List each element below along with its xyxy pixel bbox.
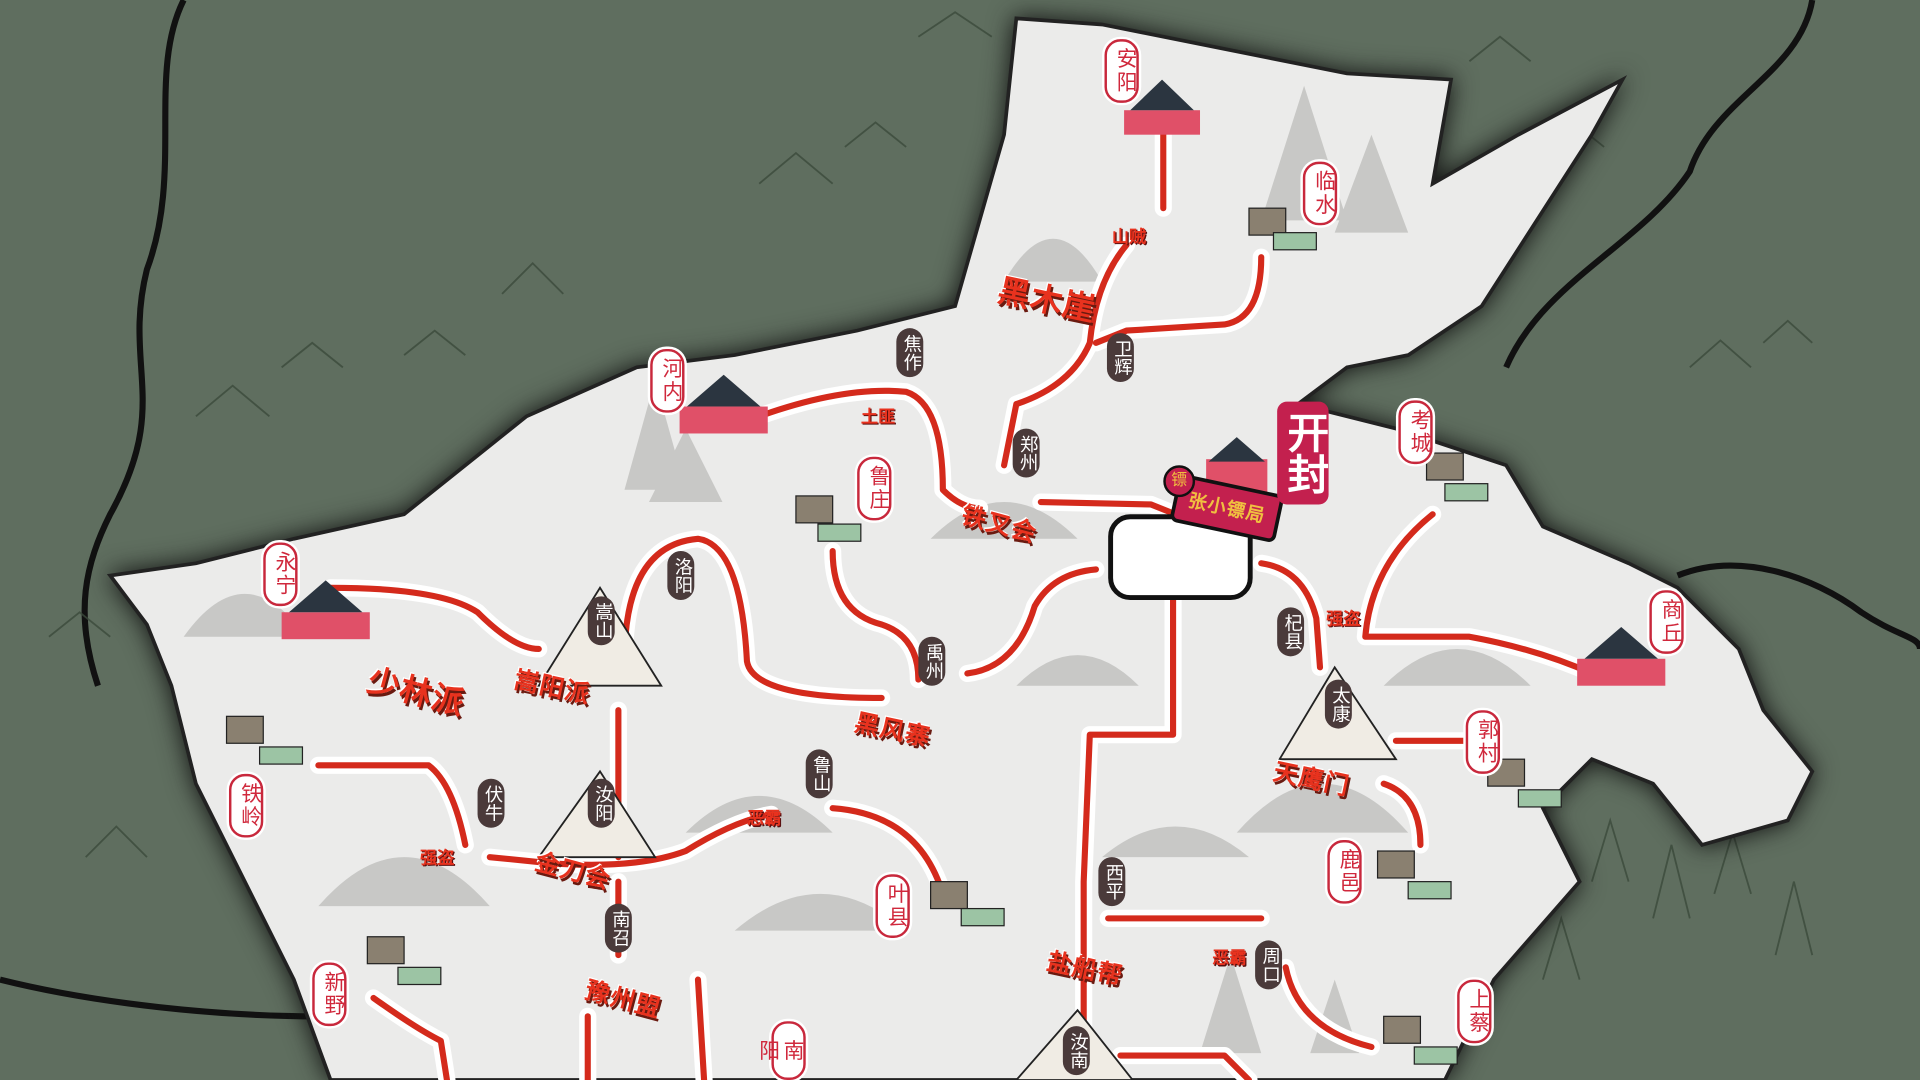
city-yexian[interactable]: 叶县: [875, 874, 910, 938]
city-guocun[interactable]: 郭村: [1465, 710, 1501, 774]
city-kaocheng[interactable]: 考城: [1398, 400, 1433, 465]
location-lushan[interactable]: 鲁山: [805, 749, 833, 799]
location-songshan[interactable]: 嵩山: [587, 596, 615, 646]
castle-icon: [1124, 79, 1201, 135]
road: [621, 535, 885, 702]
city-yongning[interactable]: 永宁: [263, 542, 298, 607]
city-nanyang[interactable]: 南阳: [754, 1021, 806, 1080]
location-xiping[interactable]: 西平: [1098, 857, 1126, 907]
city-henei[interactable]: 河内: [650, 348, 685, 413]
road: [1258, 560, 1324, 671]
road: [315, 762, 469, 848]
city-luyi[interactable]: 鹿邑: [1327, 840, 1362, 904]
city-linshui[interactable]: 临水: [1302, 161, 1338, 226]
roads: [309, 120, 1601, 1080]
enemy-qiangdao-west[interactable]: 强盗: [420, 848, 455, 869]
road: [1092, 254, 1265, 346]
city-xinye[interactable]: 新野: [312, 962, 347, 1027]
road: [1282, 964, 1375, 1051]
location-nanzhao[interactable]: 南召: [604, 903, 632, 953]
location-jiaozuo[interactable]: 焦作: [896, 328, 924, 378]
location-zhoukou[interactable]: 周口: [1255, 940, 1283, 990]
city-anyang[interactable]: 安阳: [1104, 39, 1139, 103]
road: [756, 387, 983, 512]
location-weihui[interactable]: 卫辉: [1106, 333, 1134, 383]
enemy-eba-east[interactable]: 恶霸: [1212, 948, 1247, 969]
region-borders: [0, 0, 1920, 1020]
city-shangqiu[interactable]: 商丘: [1649, 590, 1684, 654]
location-zhengzhou[interactable]: 郑州: [1012, 428, 1040, 478]
location-runan[interactable]: 汝南: [1062, 1026, 1090, 1076]
location-luoyang[interactable]: 洛阳: [667, 551, 695, 601]
location-qixian[interactable]: 杞县: [1277, 607, 1305, 657]
city-shangcai[interactable]: 上蔡: [1457, 979, 1492, 1044]
city-tieling[interactable]: 铁岭: [228, 773, 264, 838]
castle-icon: [1577, 626, 1666, 686]
escort-badge: 镖: [1163, 465, 1196, 498]
road: [1080, 584, 1177, 1057]
city-kaifeng[interactable]: 开封: [1277, 401, 1329, 505]
castle-icon: [679, 374, 768, 434]
location-yuzhou[interactable]: 禹州: [918, 636, 946, 686]
enemy-qiangdao-east[interactable]: 强盗: [1326, 609, 1361, 630]
road: [327, 584, 542, 653]
road: [829, 547, 922, 683]
castle-icon: [281, 580, 370, 640]
road: [1037, 498, 1179, 518]
enemy-shanzei[interactable]: 山贼: [1111, 227, 1147, 248]
road: [486, 811, 775, 868]
road: [370, 994, 451, 1080]
road: [1362, 511, 1595, 677]
road: [829, 805, 946, 897]
city-luzhuang[interactable]: 鲁庄: [857, 456, 892, 521]
location-taikang[interactable]: 太康: [1324, 679, 1352, 729]
road: [694, 976, 708, 1080]
road: [964, 566, 1099, 677]
village-icon: [225, 207, 1562, 1065]
road: [1001, 241, 1130, 469]
road: [1117, 1052, 1253, 1080]
road: [1380, 780, 1424, 848]
location-funiu[interactable]: 伏牛: [477, 778, 505, 828]
location-ruyang[interactable]: 汝阳: [587, 778, 615, 828]
enemy-tufei[interactable]: 土匪: [860, 407, 896, 428]
enemy-eba-west[interactable]: 恶霸: [746, 809, 782, 829]
